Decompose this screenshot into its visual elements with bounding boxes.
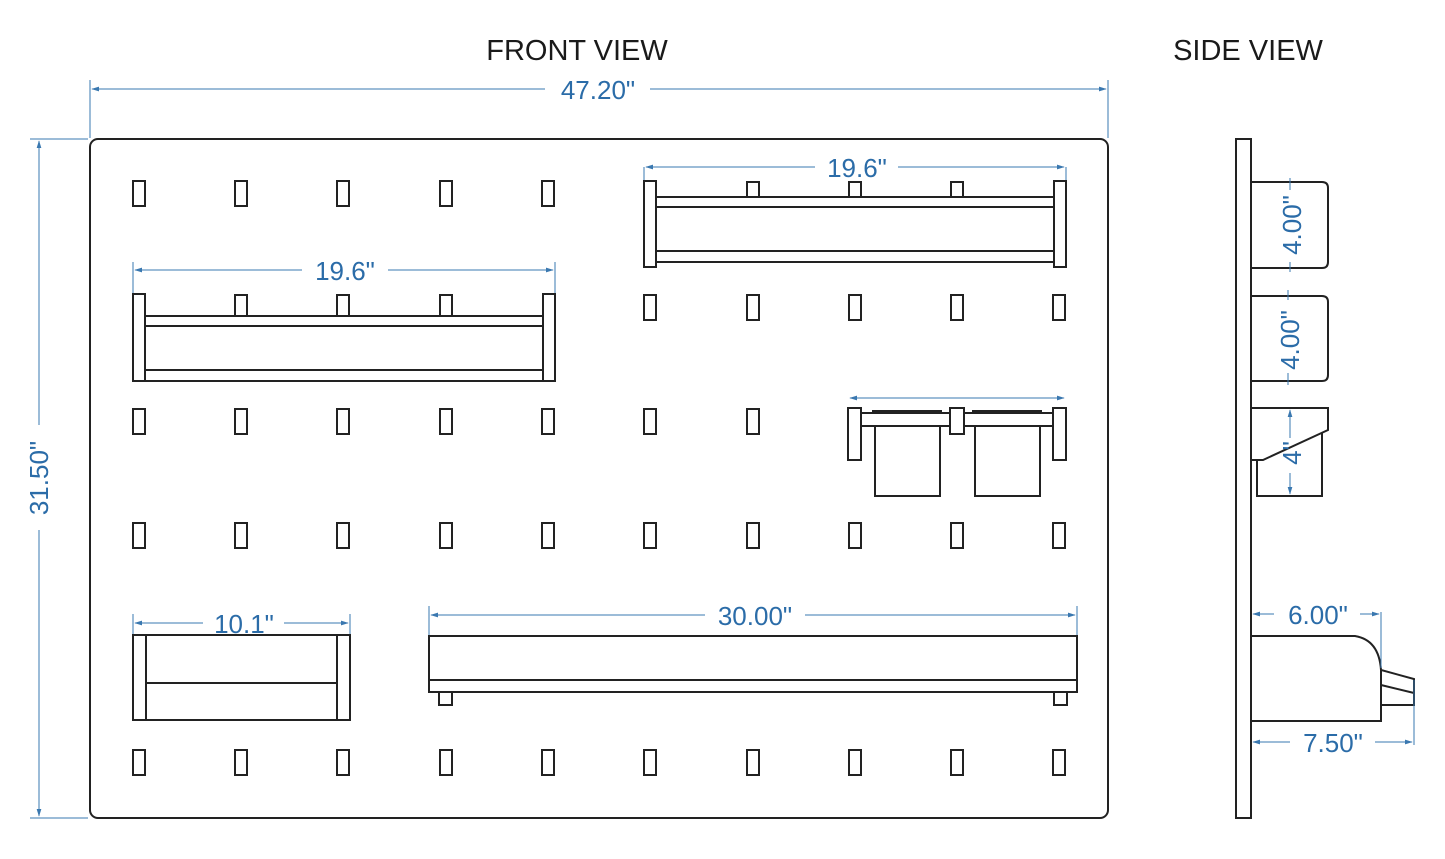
top-shelf: 19.6" <box>643 153 1067 268</box>
board-width-dimension: 47.20" <box>89 75 1109 138</box>
long-shelf: 30.00" <box>428 601 1078 706</box>
peg-hole <box>1052 294 1066 321</box>
peg-hole <box>848 294 862 321</box>
side-box-2 <box>1250 295 1329 382</box>
peg-hole <box>848 522 862 549</box>
front-view-title: FRONT VIEW <box>486 35 668 67</box>
peg-hole <box>643 408 657 435</box>
peg-hole <box>950 749 964 776</box>
peg-hole <box>336 749 350 776</box>
board-height-label: 31.50" <box>24 441 54 515</box>
pegboard-side <box>1235 138 1252 819</box>
small-shelf: 10.1" <box>132 609 351 721</box>
top-shelf-width-label: 19.6" <box>827 153 887 183</box>
side-box-1-height-label: 4.00" <box>1277 195 1307 255</box>
peg-hole <box>848 749 862 776</box>
peg-hole <box>950 294 964 321</box>
peg-hole <box>746 408 760 435</box>
peg-hole <box>541 408 555 435</box>
peg-hole <box>132 522 146 549</box>
side-box-1 <box>1250 181 1329 269</box>
side-view: 4.00" 4.00" 4" 6.00" 7.50" <box>1235 138 1415 819</box>
peg-hole <box>1052 522 1066 549</box>
peg-hole <box>1052 749 1066 776</box>
peg-hole <box>541 180 555 207</box>
peg-hole <box>234 749 248 776</box>
peg-hole <box>643 749 657 776</box>
peg-hole <box>234 408 248 435</box>
peg-hole <box>746 294 760 321</box>
peg-holes <box>132 180 1066 776</box>
long-shelf-width-label: 30.00" <box>718 601 792 631</box>
peg-hole <box>132 180 146 207</box>
side-dimensions: 4.00" 4.00" 4" <box>1275 178 1307 495</box>
peg-hole <box>336 522 350 549</box>
peg-hole <box>132 749 146 776</box>
cup-holder <box>847 395 1067 497</box>
peg-hole <box>336 408 350 435</box>
peg-hole <box>541 522 555 549</box>
side-shelf-total-depth-label: 7.50" <box>1303 728 1363 758</box>
side-long-shelf <box>1250 635 1415 722</box>
board-height-dimension: 31.50" <box>24 138 88 819</box>
peg-hole <box>439 749 453 776</box>
side-cup-height-label: 4" <box>1277 441 1307 465</box>
peg-hole <box>541 749 555 776</box>
peg-hole <box>439 408 453 435</box>
side-shelf-depth-label: 6.00" <box>1288 600 1348 630</box>
side-box-2-height-label: 4.00" <box>1275 310 1305 370</box>
left-shelf: 19.6" <box>132 256 556 382</box>
peg-hole <box>643 294 657 321</box>
peg-hole <box>234 522 248 549</box>
peg-hole <box>950 522 964 549</box>
peg-hole <box>439 522 453 549</box>
side-view-title: SIDE VIEW <box>1173 35 1323 67</box>
peg-hole <box>336 180 350 207</box>
peg-hole <box>746 522 760 549</box>
peg-hole <box>643 522 657 549</box>
peg-hole <box>132 408 146 435</box>
peg-hole <box>234 180 248 207</box>
peg-hole <box>746 749 760 776</box>
board-width-label: 47.20" <box>561 75 635 105</box>
peg-hole <box>439 180 453 207</box>
left-shelf-width-label: 19.6" <box>315 256 375 286</box>
